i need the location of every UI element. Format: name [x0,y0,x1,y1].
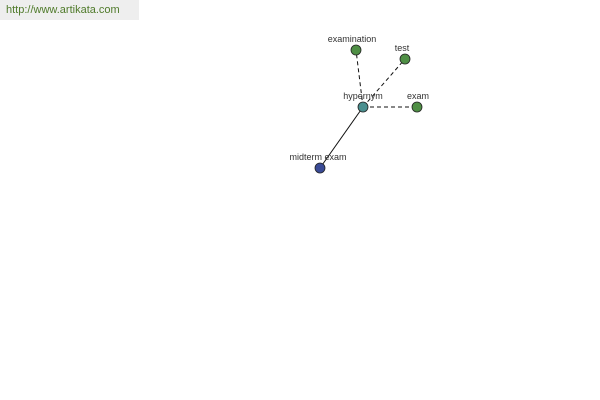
edge-hypernym-test [362,58,406,108]
node-examination-label: examination [328,34,377,44]
node-hypernym[interactable]: hypernym [343,91,383,113]
nodes-layer: hypernym examination test exam midterm exam [289,34,429,174]
node-test-marker[interactable] [399,53,411,65]
edge-hypernym-examination [355,49,364,108]
node-midterm-exam-marker[interactable] [314,162,326,174]
node-midterm-exam-label: midterm exam [289,152,346,162]
node-midterm-exam[interactable]: midterm exam [289,152,347,174]
node-exam-marker[interactable] [411,101,423,113]
edge-hypernym-midterm-exam [319,106,364,169]
node-examination-marker[interactable] [350,44,362,56]
node-hypernym-label: hypernym [343,91,383,101]
node-hypernym-marker[interactable] [357,101,369,113]
source-url-link[interactable]: http://www.artikata.com [0,0,139,20]
node-test-label: test [395,43,410,53]
node-examination[interactable]: examination [328,34,377,56]
edges-layer [319,49,417,169]
node-exam-label: exam [407,91,429,101]
node-exam[interactable]: exam [407,91,429,113]
node-test[interactable]: test [395,43,411,65]
